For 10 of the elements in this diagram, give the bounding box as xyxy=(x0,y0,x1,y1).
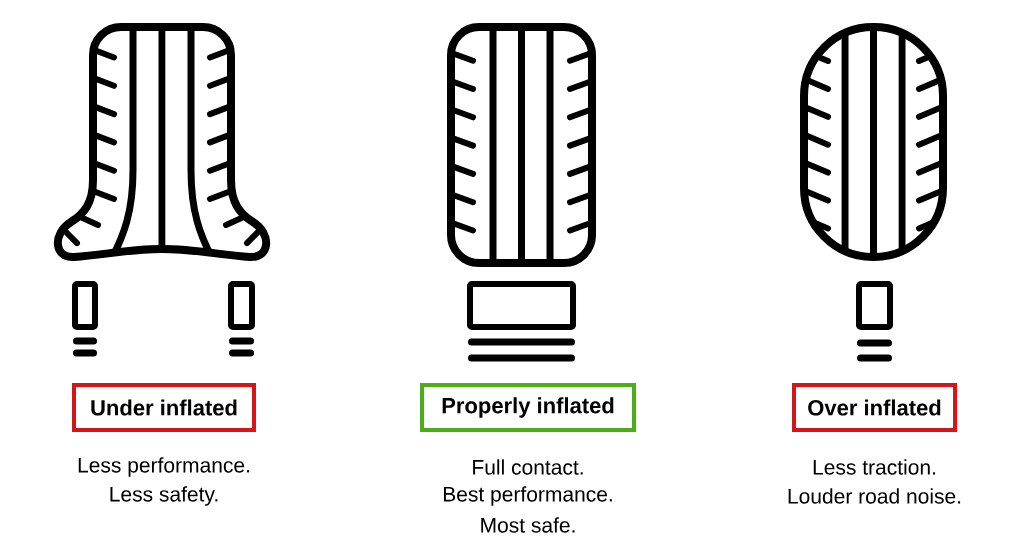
description-text: Louder road noise. xyxy=(788,488,961,504)
description-text: Most safe. xyxy=(481,517,575,533)
label-box: Under inflated xyxy=(72,383,256,432)
description-text: Best performance. xyxy=(443,486,612,506)
label-box: Over inflated xyxy=(792,383,957,432)
label-box: Properly inflated xyxy=(420,383,636,432)
description-text: Less performance. xyxy=(78,457,249,477)
description-text: Full contact. xyxy=(473,459,583,475)
description-text: Less traction. xyxy=(813,459,935,475)
description-text: Less safety. xyxy=(110,486,218,506)
